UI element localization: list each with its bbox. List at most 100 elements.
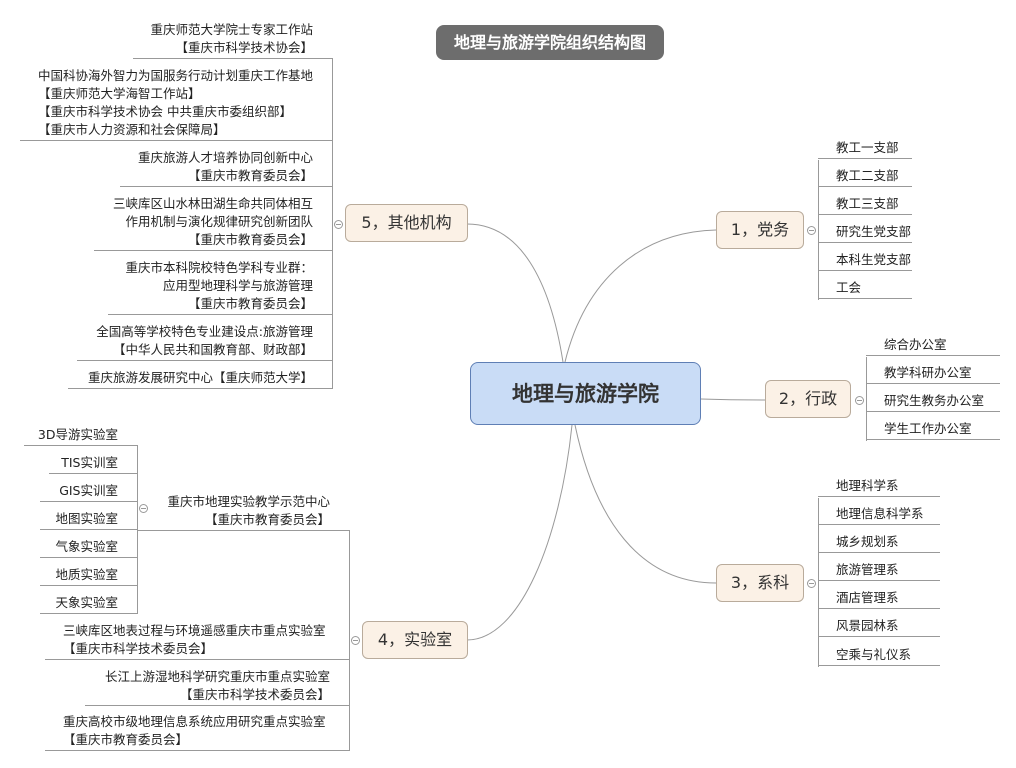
leaf-text-line: 【重庆市人力资源和社会保障局】	[38, 122, 226, 137]
leaf-admin[interactable]: 教学科研办公室	[866, 364, 1000, 384]
leaf-lab[interactable]: 重庆市地理实验教学示范中心【重庆市教育委员会】	[137, 493, 350, 531]
connector-departments	[574, 424, 717, 584]
leaf-text-line: 教工二支部	[836, 168, 899, 183]
leaf-text-line: 重庆旅游人才培养协同创新中心	[137, 150, 313, 165]
leaf-lab-room[interactable]: GIS实训室	[40, 482, 138, 502]
leaf-text-line: 地理科学系	[836, 478, 899, 493]
bracket-line	[818, 498, 819, 667]
leaf-other[interactable]: 中国科协海外智力为国服务行动计划重庆工作基地【重庆师范大学海智工作站】【重庆市科…	[20, 67, 333, 141]
leaf-text-line: 天象实验室	[55, 595, 118, 610]
leaf-departments[interactable]: 风景园林系	[818, 617, 940, 637]
collapse-toggle-icon[interactable]	[807, 579, 816, 588]
leaf-text-line: 【重庆市教育委员会】	[204, 512, 330, 527]
leaf-other[interactable]: 重庆市本科院校特色学科专业群： 应用型地理科学与旅游管理【重庆市教育委员会】	[108, 259, 333, 315]
leaf-departments[interactable]: 空乘与礼仪系	[818, 646, 940, 666]
leaf-text-line: 【重庆市科学技术协会 中共重庆市委组织部】	[38, 104, 292, 119]
leaf-text-line: 【重庆市科学技术委员会】	[63, 641, 214, 656]
leaf-text-line: 教工一支部	[836, 140, 899, 155]
leaf-other[interactable]: 三峡库区山水林田湖生命共同体相互作用机制与演化规律研究创新团队【重庆市教育委员会…	[94, 195, 333, 251]
collapse-toggle-icon[interactable]	[351, 636, 360, 645]
leaf-partywork[interactable]: 本科生党支部	[818, 251, 912, 271]
branch-node-labs[interactable]: 4，实验室	[362, 621, 468, 659]
leaf-other[interactable]: 全国高等学校特色专业建设点:旅游管理【中华人民共和国教育部、财政部】	[77, 323, 333, 361]
leaf-lab-room[interactable]: 3D导游实验室	[24, 426, 138, 446]
branch-node-partywork[interactable]: 1，党务	[716, 211, 804, 249]
branch-node-admin[interactable]: 2，行政	[765, 380, 851, 418]
leaf-text-line: 空乘与礼仪系	[836, 647, 912, 662]
leaf-text-line: 教工三支部	[836, 196, 899, 211]
leaf-text-line: GIS实训室	[59, 483, 118, 498]
leaf-partywork[interactable]: 工会	[818, 279, 912, 299]
leaf-text-line: 重庆市地理实验教学示范中心	[167, 494, 330, 509]
bracket-line	[332, 59, 333, 389]
leaf-lab-room[interactable]: TIS实训室	[49, 454, 138, 474]
leaf-text-line: 【重庆市教育委员会】	[187, 296, 313, 311]
leaf-lab[interactable]: 长江上游湿地科学研究重庆市重点实验室【重庆市科学技术委员会】	[85, 668, 350, 706]
bracket-line	[818, 160, 819, 300]
leaf-admin[interactable]: 学生工作办公室	[866, 420, 1000, 440]
leaf-text-line: 风景园林系	[836, 618, 899, 633]
leaf-lab-room[interactable]: 天象实验室	[40, 594, 138, 614]
leaf-lab[interactable]: 三峡库区地表过程与环境遥感重庆市重点实验室【重庆市科学技术委员会】	[45, 622, 350, 660]
leaf-departments[interactable]: 旅游管理系	[818, 561, 940, 581]
leaf-text-line: 【重庆市教育委员会】	[63, 732, 189, 747]
leaf-text-line: 地理信息科学系	[836, 506, 924, 521]
leaf-departments[interactable]: 酒店管理系	[818, 589, 940, 609]
leaf-text-line: 地图实验室	[55, 511, 118, 526]
leaf-text-line: 旅游管理系	[836, 562, 899, 577]
leaf-partywork[interactable]: 教工三支部	[818, 195, 912, 215]
leaf-text-line: 三峡库区山水林田湖生命共同体相互	[112, 196, 313, 211]
leaf-lab-room[interactable]: 地图实验室	[40, 510, 138, 530]
leaf-lab-room[interactable]: 气象实验室	[40, 538, 138, 558]
leaf-text-line: 【重庆师范大学海智工作站】	[38, 86, 201, 101]
leaf-departments[interactable]: 地理科学系	[818, 477, 940, 497]
leaf-admin[interactable]: 研究生教务办公室	[866, 392, 1000, 412]
leaf-other[interactable]: 重庆旅游发展研究中心【重庆师范大学】	[68, 369, 333, 389]
leaf-text-line: 中国科协海外智力为国服务行动计划重庆工作基地	[38, 68, 314, 83]
leaf-lab[interactable]: 重庆高校市级地理信息系统应用研究重点实验室【重庆市教育委员会】	[45, 713, 350, 751]
connector-other	[466, 223, 564, 363]
leaf-partywork[interactable]: 研究生党支部	[818, 223, 912, 243]
leaf-text-line: 重庆师范大学院士专家工作站	[150, 22, 313, 37]
connector-labs	[466, 424, 573, 641]
collapse-toggle-icon[interactable]	[855, 396, 864, 405]
leaf-partywork[interactable]: 教工一支部	[818, 139, 912, 159]
branch-node-departments[interactable]: 3，系科	[716, 564, 804, 602]
leaf-other[interactable]: 重庆旅游人才培养协同创新中心【重庆市教育委员会】	[120, 149, 333, 187]
leaf-text-line: 重庆旅游发展研究中心【重庆师范大学】	[87, 370, 313, 385]
collapse-toggle-icon[interactable]	[334, 220, 343, 229]
leaf-text-line: 地质实验室	[55, 567, 118, 582]
leaf-text-line: 城乡规划系	[836, 534, 899, 549]
leaf-text-line: 重庆市本科院校特色学科专业群：	[125, 260, 313, 275]
leaf-departments[interactable]: 地理信息科学系	[818, 505, 940, 525]
leaf-partywork[interactable]: 教工二支部	[818, 167, 912, 187]
leaf-admin[interactable]: 综合办公室	[866, 336, 1000, 356]
leaf-text-line: 【重庆市科学技术委员会】	[179, 687, 330, 702]
central-topic[interactable]: 地理与旅游学院	[470, 362, 701, 425]
leaf-text-line: 综合办公室	[884, 337, 947, 352]
leaf-text-line: 本科生党支部	[836, 252, 912, 267]
collapse-toggle-icon[interactable]	[807, 226, 816, 235]
leaf-text-line: 研究生党支部	[836, 224, 912, 239]
leaf-text-line: TIS实训室	[61, 455, 118, 470]
leaf-text-line: 教学科研办公室	[884, 365, 972, 380]
leaf-text-line: 【中华人民共和国教育部、财政部】	[112, 342, 313, 357]
bracket-line	[349, 531, 350, 751]
leaf-lab-room[interactable]: 地质实验室	[40, 566, 138, 586]
leaf-text-line: 气象实验室	[55, 539, 118, 554]
leaf-text-line: 三峡库区地表过程与环境遥感重庆市重点实验室	[63, 623, 326, 638]
leaf-departments[interactable]: 城乡规划系	[818, 533, 940, 553]
bracket-line	[866, 357, 867, 441]
connector-admin	[700, 398, 766, 401]
leaf-other[interactable]: 重庆师范大学院士专家工作站【重庆市科学技术协会】	[133, 21, 333, 59]
leaf-text-line: 3D导游实验室	[37, 427, 118, 442]
diagram-title: 地理与旅游学院组织结构图	[436, 25, 664, 60]
leaf-text-line: 工会	[836, 280, 862, 295]
branch-node-other[interactable]: 5，其他机构	[345, 204, 468, 242]
leaf-text-line: 【重庆市教育委员会】	[187, 168, 313, 183]
leaf-text-line: 学生工作办公室	[884, 421, 972, 436]
collapse-toggle-icon[interactable]	[139, 504, 148, 513]
leaf-text-line: 酒店管理系	[836, 590, 899, 605]
leaf-text-line: 应用型地理科学与旅游管理	[162, 278, 313, 293]
